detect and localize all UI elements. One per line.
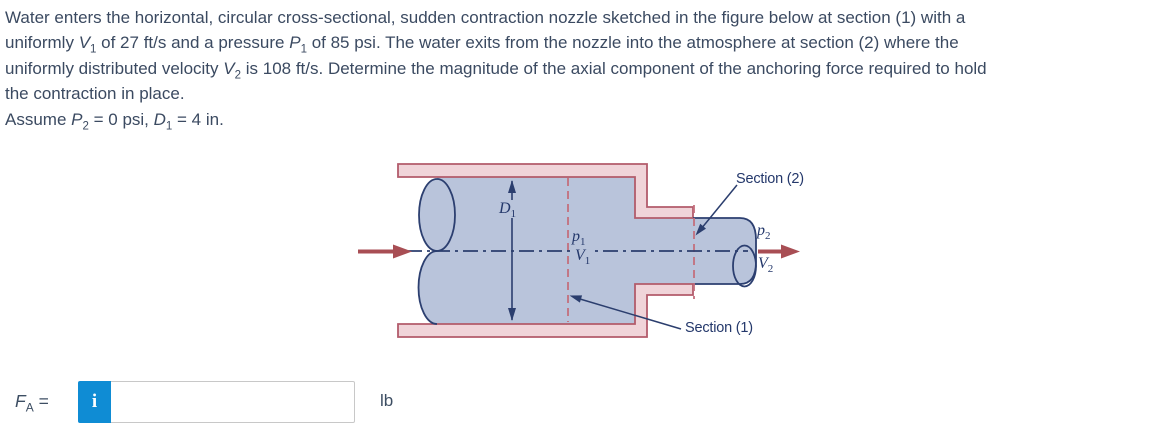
pipe-exit-rim-ellipse [732,244,757,288]
label-d1: D1 [497,200,519,220]
d1-arrowhead-down [508,308,516,321]
section1-leader-line [579,298,682,330]
exit-pipe-outline [693,217,757,285]
inlet-flow-arrowhead [393,244,412,259]
label-section-1: Section (1) [685,320,753,336]
info-icon: i [91,391,98,412]
water-body [418,177,756,324]
answer-input[interactable] [111,381,355,423]
section2-leader-line [700,184,738,230]
label-p2: p2 [757,222,771,242]
label-p1: p1 [572,228,586,248]
outlet-flow-arrowhead [781,244,800,259]
nozzle-wall-top [397,163,694,219]
pipe-inlet-rim-ellipse [418,178,456,252]
answer-row: FA = i lb [0,378,1160,426]
label-v2: V2 [758,255,774,275]
nozzle-wall-bottom [397,283,694,338]
label-v1: V1 [573,247,593,267]
section1-leader-arrowhead [569,295,583,303]
answer-input-group: i [78,381,355,423]
d1-arrowhead-up [508,180,516,193]
pipe-inlet-lower-arc [417,250,438,325]
problem-text: Water enters the horizontal, circular cr… [5,8,987,133]
answer-variable-label: FA = [15,391,49,415]
label-section-2: Section (2) [736,171,804,187]
info-button[interactable]: i [78,381,111,423]
section2-leader-arrowhead [695,223,706,236]
unit-label: lb [380,391,394,410]
